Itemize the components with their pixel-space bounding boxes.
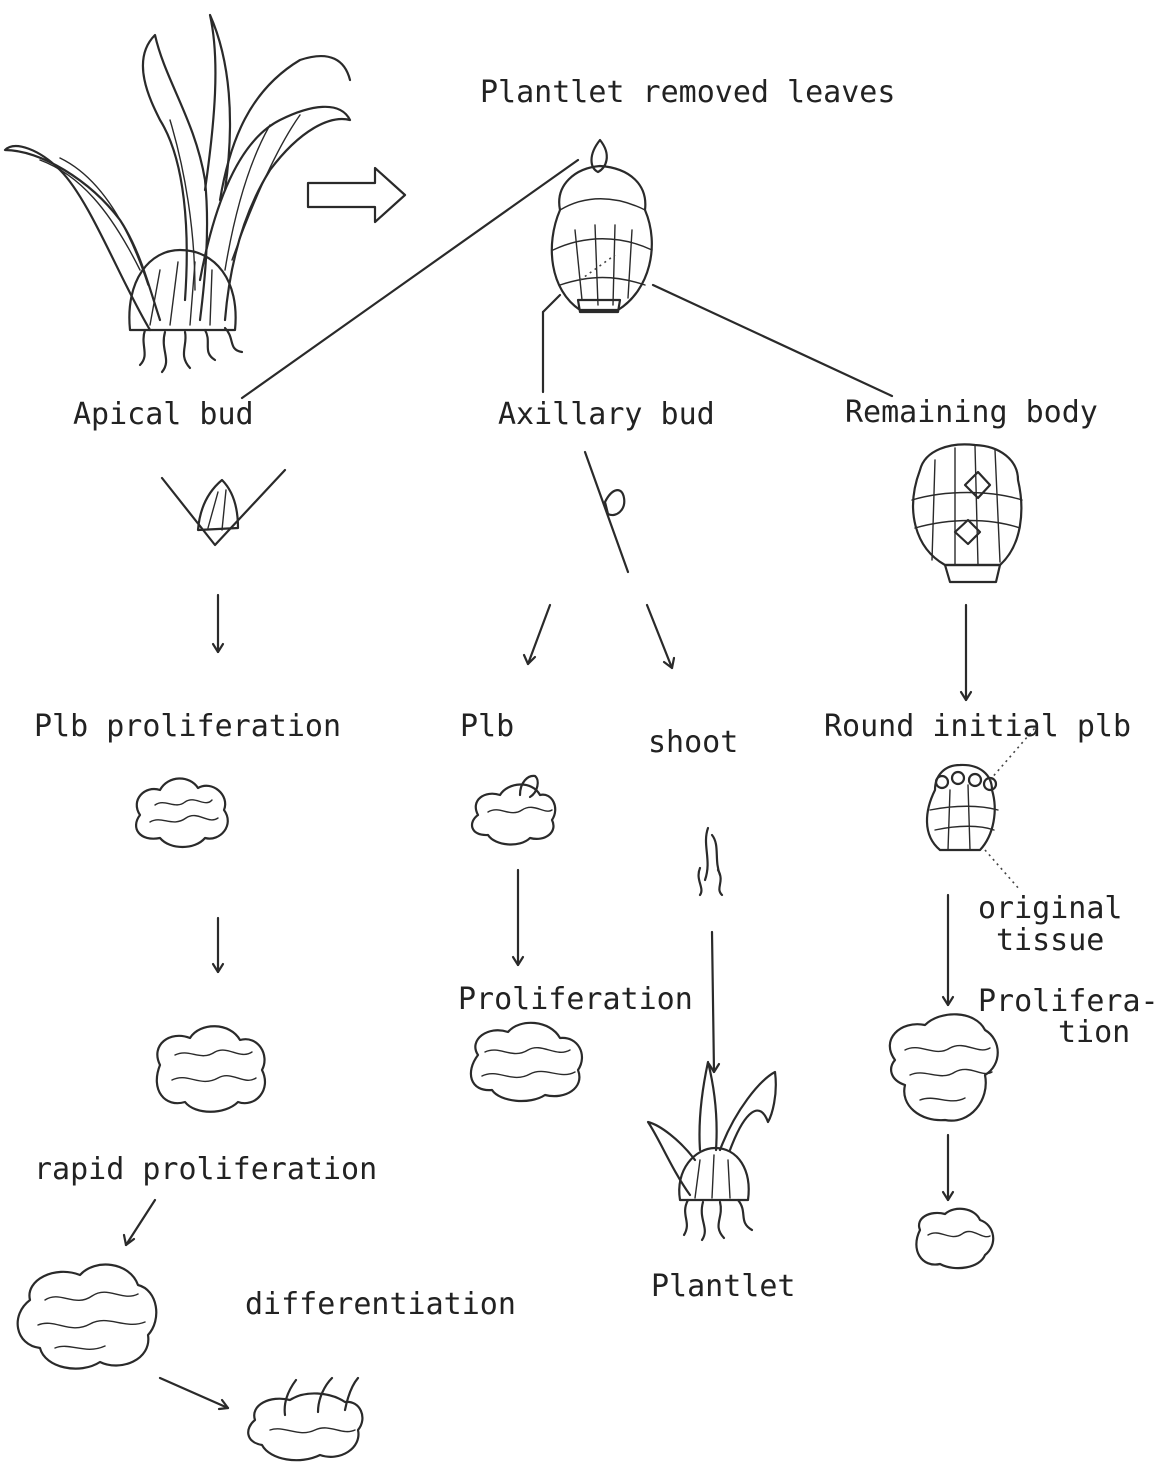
- label-apical-bud: Apical bud: [73, 398, 254, 432]
- apical-arrow-1: [213, 595, 223, 652]
- plb-cluster-axillary: [472, 776, 555, 845]
- round-initial-plb-illustration: [927, 728, 1035, 890]
- plb-cluster-remaining-proliferation: [890, 1014, 998, 1120]
- plantlet-illustration-bottom: [648, 1062, 776, 1240]
- label-axillary-bud: Axillary bud: [498, 398, 715, 432]
- plb-cluster-rapid: [157, 1026, 265, 1112]
- label-shoot: shoot: [648, 726, 738, 760]
- plb-cluster-remaining-final: [916, 1209, 993, 1268]
- label-plantlet: Plantlet: [651, 1270, 796, 1304]
- label-original-tissue-2: tissue: [996, 924, 1104, 958]
- plb-cluster-apical: [136, 778, 228, 847]
- label-plb-proliferation: Plb proliferation: [34, 710, 341, 744]
- axillary-arrow-plb: [513, 870, 523, 965]
- axillary-arrow-right: [647, 605, 674, 668]
- label-proliferation-remaining-2: tion: [1058, 1016, 1130, 1050]
- label-rapid-proliferation: rapid proliferation: [34, 1153, 377, 1187]
- differentiation-cluster: [248, 1378, 362, 1460]
- branch-lines: [242, 160, 892, 398]
- apical-arrow-2: [213, 918, 223, 972]
- remaining-arrow-2: [943, 895, 953, 1005]
- label-proliferation-axillary: Proliferation: [458, 983, 693, 1017]
- label-plantlet-removed-leaves: Plantlet removed leaves: [480, 76, 895, 110]
- apical-arrow-4: [160, 1378, 228, 1409]
- transform-arrow-icon: [308, 168, 405, 222]
- apical-arrow-3: [124, 1200, 155, 1245]
- label-remaining-body: Remaining body: [845, 396, 1098, 430]
- label-original-tissue-1: original: [978, 892, 1123, 926]
- label-proliferation-remaining-1: Prolifera-: [978, 985, 1159, 1019]
- plantlet-illustration-top: [5, 15, 350, 372]
- label-plb: Plb: [460, 710, 514, 744]
- plb-cluster-proliferation: [471, 1023, 582, 1101]
- bulb-illustration: [552, 140, 652, 312]
- remaining-body-illustration: [912, 444, 1022, 582]
- axillary-arrow-shoot: [709, 932, 719, 1072]
- remaining-arrow-3: [943, 1135, 953, 1200]
- remaining-arrow-1: [961, 605, 971, 700]
- axillary-arrow-left: [524, 605, 550, 664]
- label-round-initial-plb: Round initial plb: [824, 710, 1131, 744]
- shoot-illustration: [699, 828, 722, 895]
- axillary-bud-illustration: [585, 452, 628, 572]
- apical-bud-illustration: [162, 470, 285, 545]
- label-differentiation: differentiation: [245, 1288, 516, 1322]
- plb-cluster-large: [18, 1265, 157, 1369]
